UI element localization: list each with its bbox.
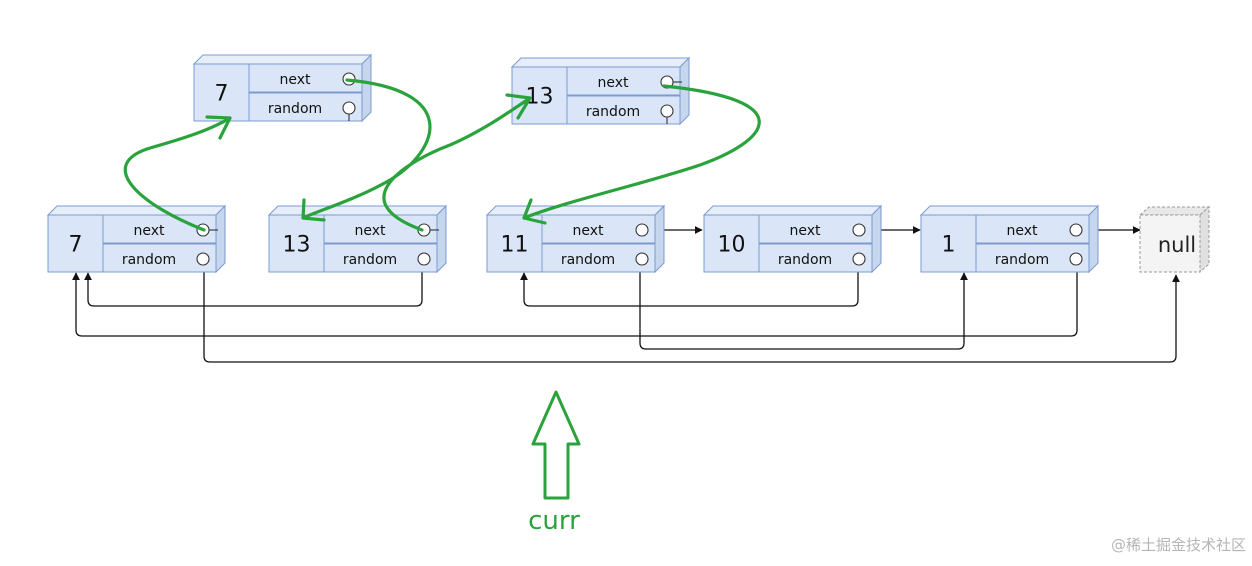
null-node-top: [1138, 206, 1211, 216]
next-pointer-dot-icon: [635, 223, 649, 237]
node-next-label: next: [789, 223, 821, 239]
next-pointer-dot-icon: [1069, 223, 1083, 237]
green-next-arrows: [123, 78, 761, 232]
node-random-label: random: [343, 252, 397, 268]
node-side-face: [436, 204, 447, 274]
watermark: @稀土掘金技术社区: [1110, 536, 1246, 554]
node-top-face: [46, 205, 227, 216]
random-pointer-dot-icon: [1069, 252, 1083, 266]
nodes: 7 next random 13 next random 11 next random 10 nex…: [46, 53, 1100, 274]
node-n13: 13 next random: [267, 204, 448, 274]
node-c7: 7 next random: [192, 53, 373, 123]
node-side-face: [871, 204, 882, 274]
node-top-face: [702, 205, 883, 216]
null-node: null: [1138, 205, 1211, 274]
green-arrowhead-13: [301, 198, 326, 222]
node-side-face: [215, 204, 226, 274]
green-arrowhead-11: [522, 198, 547, 225]
random-arrow-11-to-1: [639, 266, 968, 350]
node-random-label: random: [268, 101, 322, 117]
node-top-face: [192, 54, 373, 65]
random-pointer-dot-icon: [635, 252, 649, 266]
curr-label: curr: [528, 506, 580, 536]
node-side-face: [654, 204, 665, 274]
node-value-cell: [47, 214, 104, 273]
random-pointer-dot-icon: [852, 252, 866, 266]
random-arrow-10-to-11: [520, 266, 859, 307]
green-arrowhead-copy7: [205, 115, 232, 140]
green-arrow-7-to-copy7: [123, 116, 232, 232]
node-value: 13: [283, 233, 311, 258]
curr-up-arrow-icon: [531, 390, 581, 500]
node-side-face: [1088, 204, 1099, 274]
node-value-cell: [193, 63, 250, 122]
node-next-label: next: [354, 223, 386, 239]
node-side-face: [679, 56, 690, 126]
random-pointer-dot-icon: [417, 252, 431, 266]
node-top-face: [919, 205, 1100, 216]
random-arrow-7-to-null: [203, 266, 1180, 363]
node-n7: 7 next random: [46, 204, 227, 274]
node-random-label: random: [778, 252, 832, 268]
node-random-label: random: [586, 104, 640, 120]
node-n10: 10 next random: [702, 204, 883, 274]
node-value: 11: [501, 233, 529, 258]
node-top-face: [510, 57, 691, 68]
green-arrowhead-copy13: [505, 93, 532, 120]
random-pointer-dot-icon: [342, 101, 356, 115]
null-node-face: [1139, 214, 1201, 273]
node-value: 10: [718, 233, 746, 258]
node-next-label: next: [133, 223, 165, 239]
node-random-label: random: [122, 252, 176, 268]
node-n11: 11 next random: [485, 204, 666, 274]
null-label: null: [1158, 233, 1196, 257]
node-side-face: [361, 53, 372, 123]
null-node-side: [1199, 205, 1210, 274]
node-value-cell: [486, 214, 543, 273]
random-pointer-dot-icon: [196, 252, 210, 266]
green-arrow-13-to-copy13: [382, 96, 532, 232]
random-pointer-dot-icon: [660, 104, 674, 118]
next-pointer-dot-icon: [852, 223, 866, 237]
node-next-label: next: [279, 72, 311, 88]
random-pointers: [72, 266, 1180, 363]
node-value: 1: [942, 233, 956, 258]
node-random-label: random: [995, 252, 1049, 268]
node-top-face: [485, 205, 666, 216]
random-arrow-13-to-7: [84, 266, 423, 307]
node-next-label: next: [1006, 223, 1038, 239]
node-next-label: next: [572, 223, 604, 239]
node-random-label: random: [561, 252, 615, 268]
node-next-label: next: [597, 75, 629, 91]
node-n1: 1 next random: [919, 204, 1100, 274]
node-value: 7: [215, 82, 229, 107]
node-value-cell: [703, 214, 760, 273]
curr-pointer: curr: [528, 390, 581, 536]
node-value: 7: [69, 233, 83, 258]
green-arrow-copy13-to-11: [522, 84, 761, 220]
random-arrow-1-to-7: [72, 266, 1078, 337]
node-top-face: [267, 205, 448, 216]
